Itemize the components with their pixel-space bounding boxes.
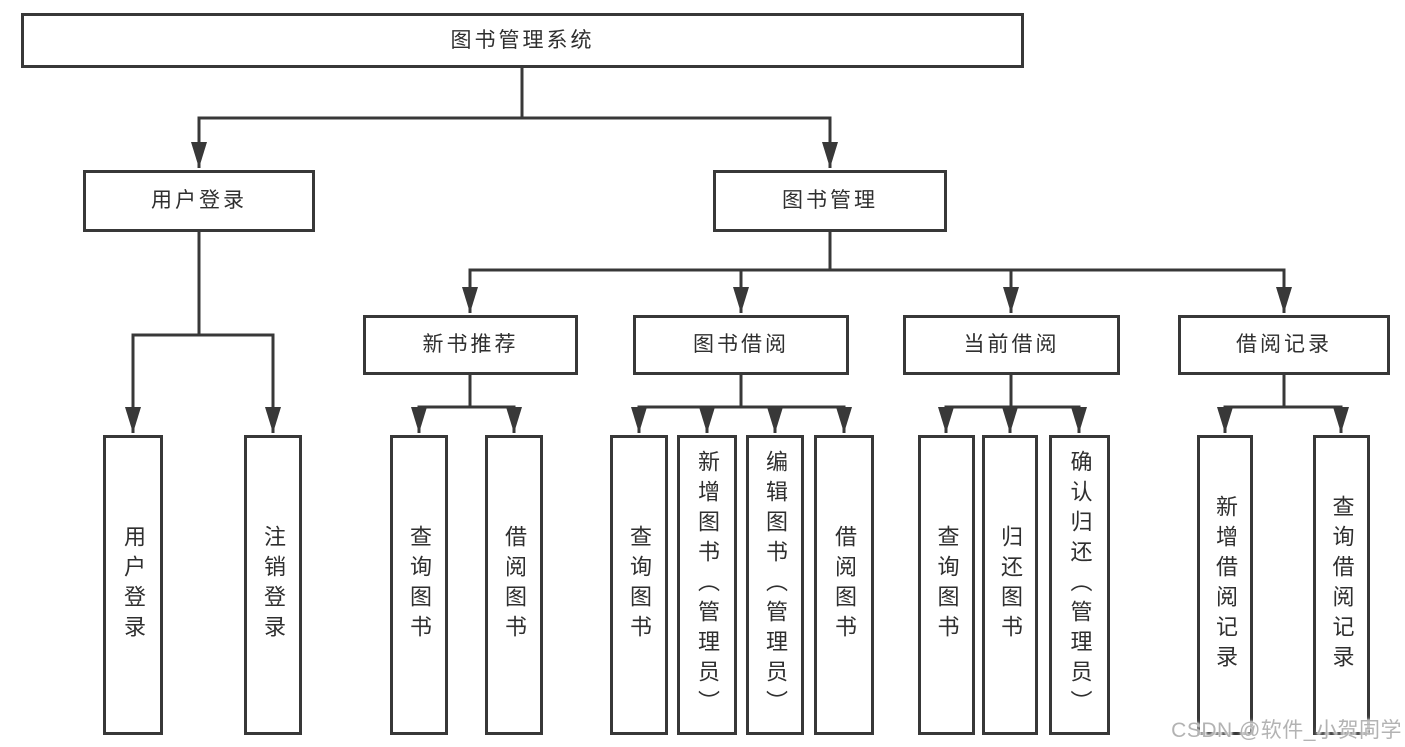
node-user-login-label: 用户登录	[151, 189, 247, 213]
node-new-book-recommend-label: 新书推荐	[422, 333, 519, 357]
node-root: 图书管理系统	[21, 13, 1024, 68]
node-current-borrowing-label: 当前借阅	[963, 333, 1060, 357]
leaf-confirm-return-admin-label: 确认归还（管理员）	[1067, 450, 1093, 720]
connector-book-borrow-to-leaves	[631, 375, 852, 433]
connector-current-borrow-to-leaves	[938, 375, 1087, 433]
node-borrowing-records: 借阅记录	[1178, 315, 1390, 375]
leaf-query-books-1: 查询图书	[390, 435, 448, 735]
leaf-query-books-3: 查询图书	[918, 435, 975, 735]
leaf-query-borrow-record: 查询借阅记录	[1313, 435, 1370, 735]
node-user-login: 用户登录	[83, 170, 315, 232]
leaf-logout-login: 注销登录	[244, 435, 302, 735]
leaf-add-book-admin: 新增图书（管理员）	[677, 435, 737, 735]
leaf-user-login: 用户登录	[103, 435, 163, 735]
leaf-borrow-books-2: 借阅图书	[814, 435, 874, 735]
leaf-user-login-label: 用户登录	[121, 525, 146, 645]
watermark: CSDN @软件_小贺同学	[1171, 719, 1402, 742]
leaf-edit-book-admin-label: 编辑图书（管理员）	[763, 450, 788, 720]
connector-root-to-level2	[191, 68, 838, 168]
node-root-label: 图书管理系统	[450, 28, 595, 52]
node-borrowing-records-label: 借阅记录	[1236, 333, 1332, 357]
node-book-management-label: 图书管理	[782, 189, 878, 213]
connector-user-login-to-leaves	[125, 232, 281, 433]
leaf-return-books: 归还图书	[982, 435, 1038, 735]
leaf-query-books-1-label: 查询图书	[407, 525, 432, 645]
leaf-return-books-label: 归还图书	[998, 525, 1023, 645]
node-book-borrowing-label: 图书借阅	[693, 333, 789, 357]
leaf-borrow-books-1-label: 借阅图书	[502, 525, 527, 645]
leaf-borrow-books-2-label: 借阅图书	[832, 525, 857, 645]
node-new-book-recommend: 新书推荐	[363, 315, 578, 375]
node-current-borrowing: 当前借阅	[903, 315, 1120, 375]
leaf-query-books-2-label: 查询图书	[627, 525, 652, 645]
connector-new-rec-to-leaves	[411, 375, 522, 433]
node-book-management: 图书管理	[713, 170, 947, 232]
leaf-confirm-return-admin: 确认归还（管理员）	[1049, 435, 1110, 735]
connector-book-mgmt-to-level3	[462, 232, 1292, 313]
leaf-query-books-2: 查询图书	[610, 435, 668, 735]
node-book-borrowing: 图书借阅	[633, 315, 849, 375]
leaf-add-borrow-record-label: 新增借阅记录	[1213, 495, 1238, 675]
leaf-query-borrow-record-label: 查询借阅记录	[1329, 495, 1355, 675]
leaf-add-book-admin-label: 新增图书（管理员）	[695, 450, 720, 720]
leaf-edit-book-admin: 编辑图书（管理员）	[746, 435, 804, 735]
leaf-logout-login-label: 注销登录	[261, 525, 286, 645]
leaf-query-books-3-label: 查询图书	[934, 525, 960, 645]
leaf-add-borrow-record: 新增借阅记录	[1197, 435, 1253, 735]
leaf-borrow-books-1: 借阅图书	[485, 435, 543, 735]
connector-borrow-record-to-leaves	[1217, 375, 1349, 433]
